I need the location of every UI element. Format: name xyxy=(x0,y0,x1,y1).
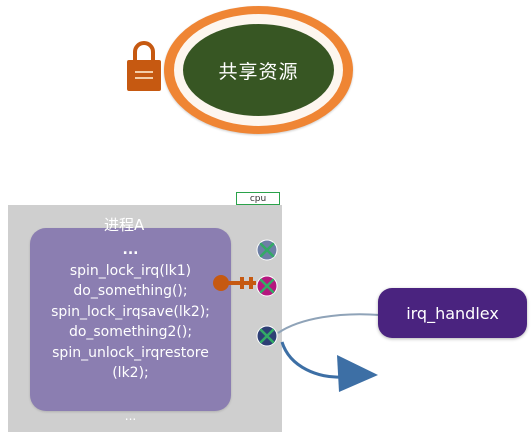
cpu-tag: cpu xyxy=(236,192,280,205)
ellipsis-top: ... xyxy=(122,242,139,258)
irq-handler-box: irq_handlex xyxy=(378,288,527,338)
interrupt-x-icon xyxy=(256,239,278,261)
key-icon xyxy=(213,275,256,291)
shared-resource-label: 共享资源 xyxy=(218,60,299,83)
ellipsis-bottom: ... xyxy=(124,409,137,423)
code-line: (lk2); xyxy=(112,365,149,381)
code-line: do_something2(); xyxy=(68,324,193,340)
lock-icon xyxy=(127,41,161,91)
irq-handler-label: irq_handlex xyxy=(406,303,499,323)
code-line: spin_lock_irqsave(lk2); xyxy=(51,303,210,320)
process-box xyxy=(30,228,231,411)
shared-resource: 共享资源 xyxy=(183,24,334,116)
process-code: ... spin_lock_irq(lk1) do_something(); s… xyxy=(30,240,231,384)
code-line: spin_unlock_irqrestore xyxy=(52,344,209,361)
interrupt-x-icon xyxy=(256,325,278,347)
code-line: do_something(); xyxy=(73,283,188,299)
code-line: spin_lock_irq(lk1) xyxy=(69,262,192,279)
process-title: 进程A xyxy=(104,216,145,234)
interrupt-x-icon xyxy=(256,275,278,297)
